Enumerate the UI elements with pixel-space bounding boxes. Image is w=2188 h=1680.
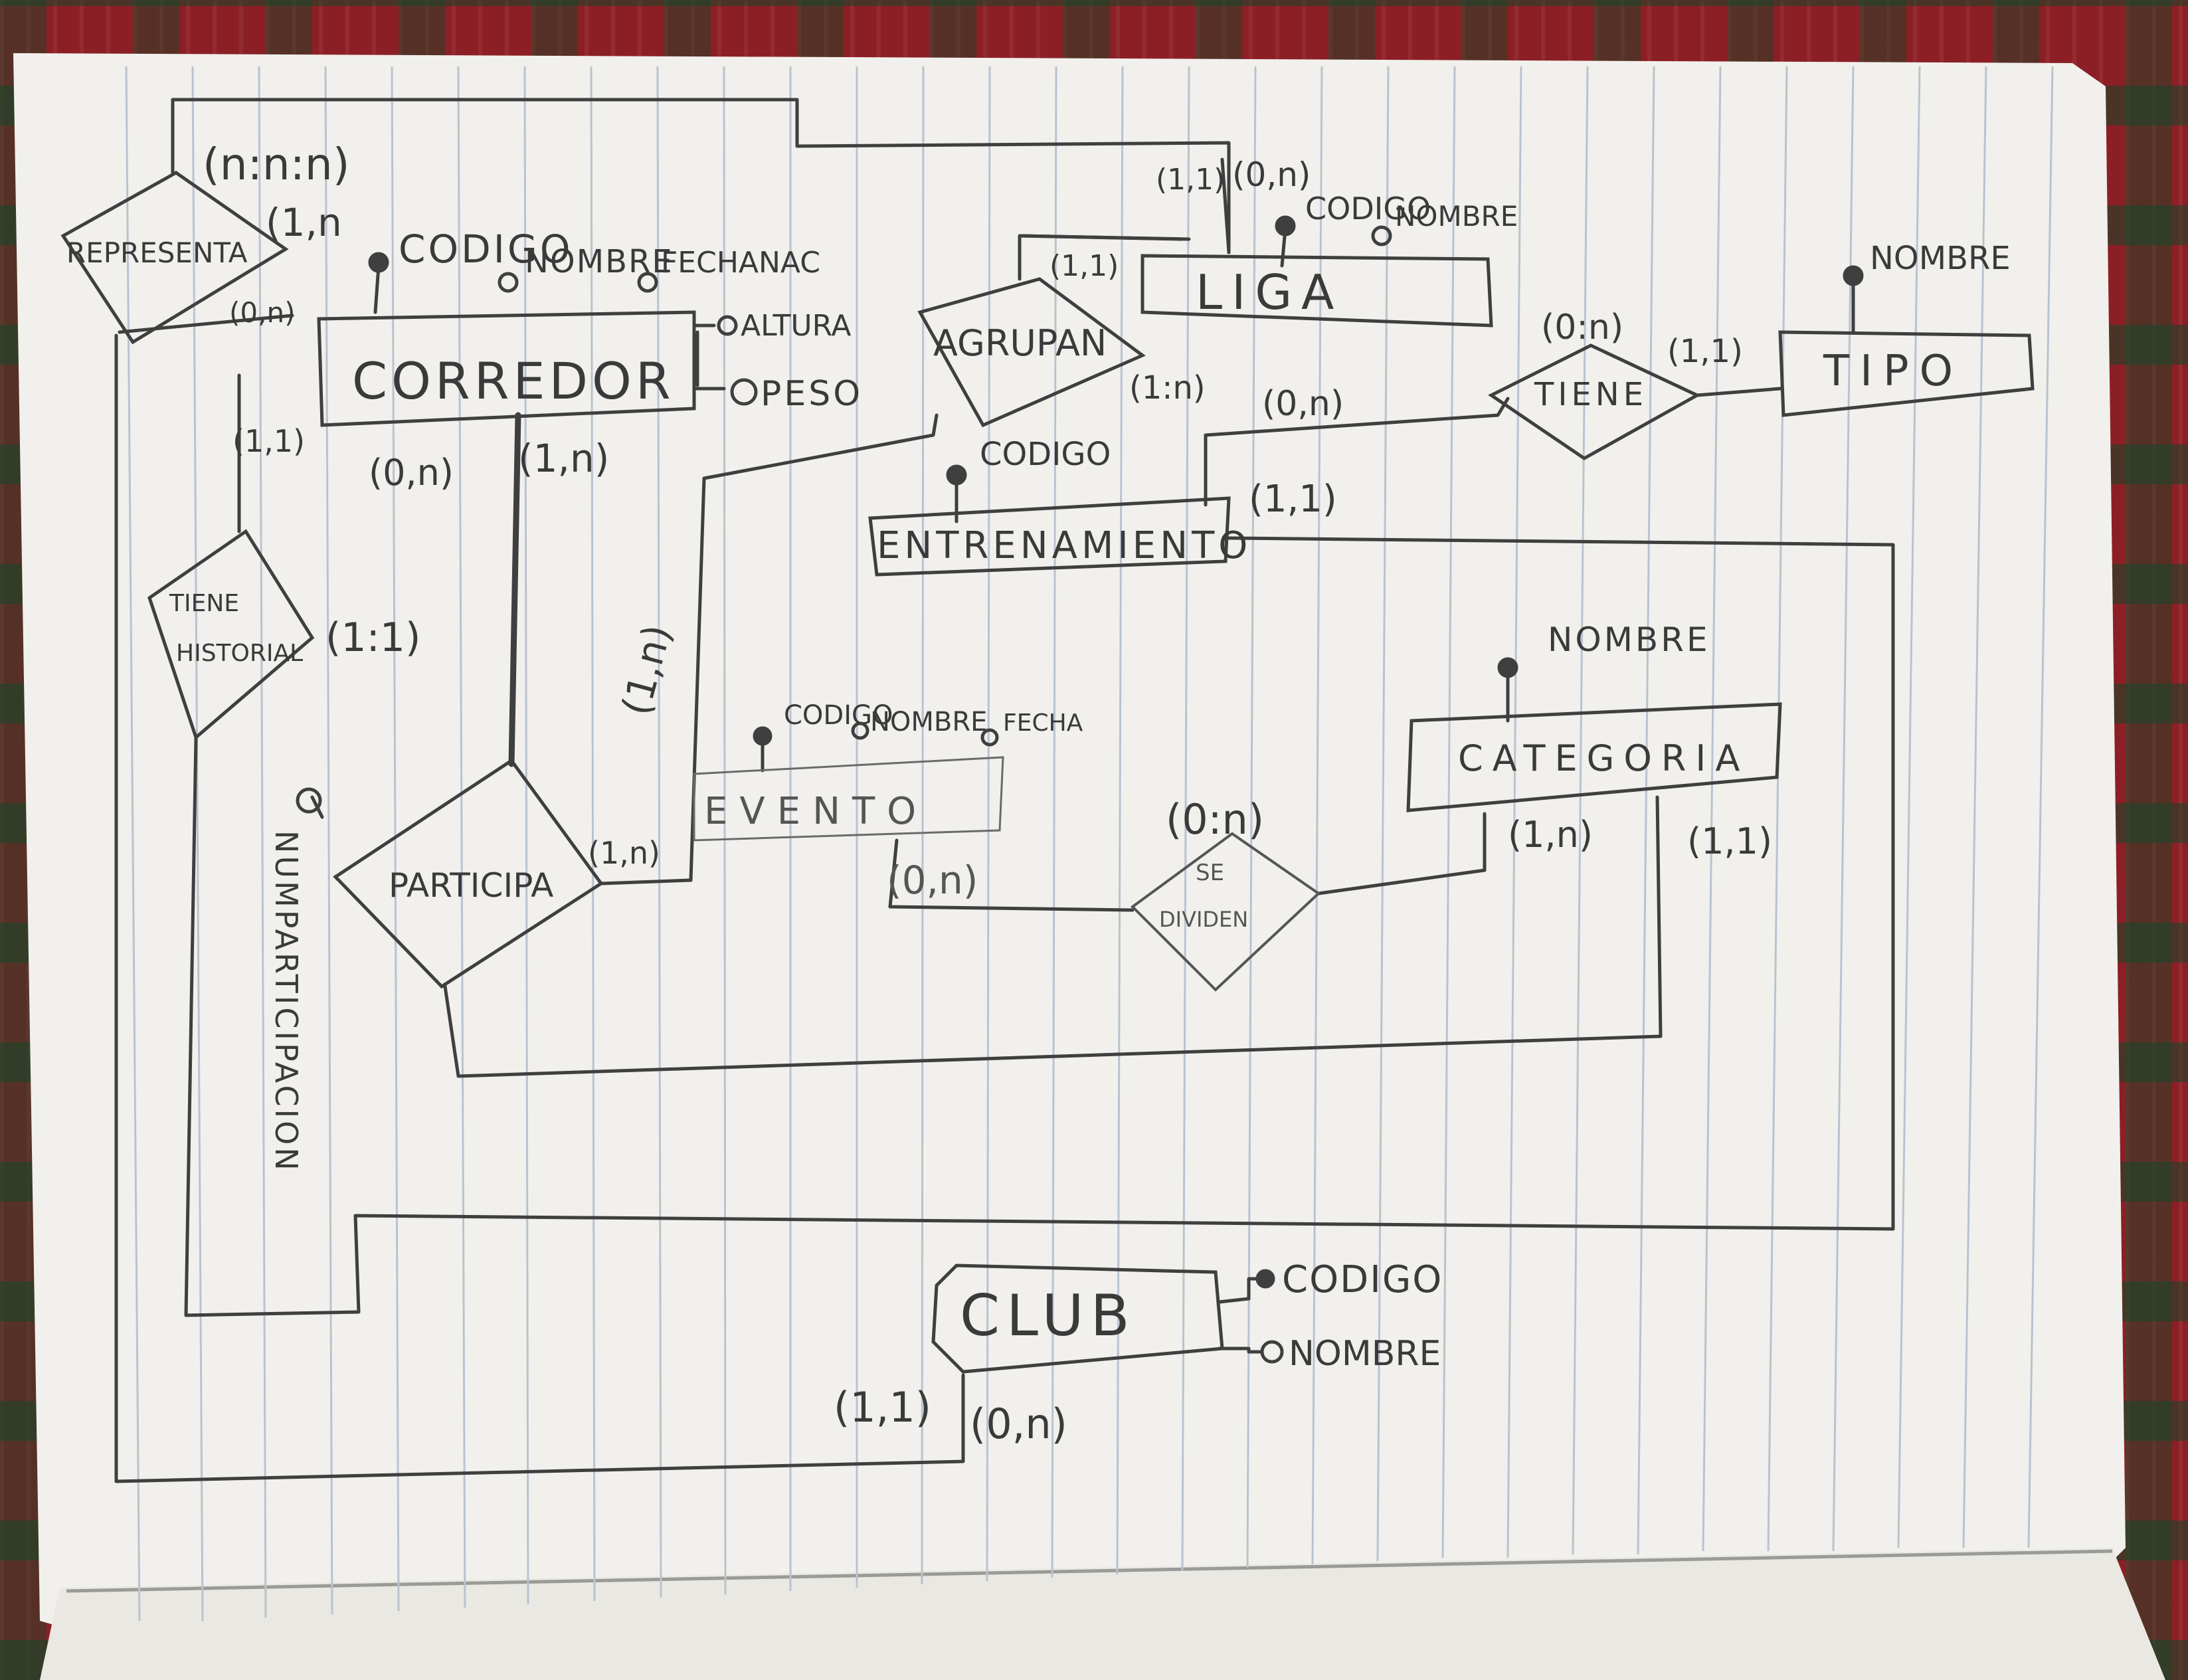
- entrenamiento-codigo-label: CODIGO: [980, 436, 1111, 473]
- club-entity-box: [931, 1263, 1224, 1374]
- liga-nombre-dot: [1371, 225, 1392, 246]
- club-codigo-key-dot: [1255, 1269, 1275, 1289]
- card-liga-0n: (0,n): [1232, 155, 1311, 194]
- corredor-nombre-label: NOMBRE: [525, 243, 674, 280]
- card-tiene-0n: (0:n): [1541, 308, 1623, 347]
- se-dividen-diamond: [1130, 832, 1321, 992]
- liga-label: LIGA: [1196, 264, 1343, 320]
- categoria-label: CATEGORIA: [1458, 737, 1749, 779]
- corredor-entity-box: [317, 310, 696, 427]
- tipo-nombre-label: NOMBRE: [1870, 240, 2011, 277]
- card-club-11: (1,1): [834, 1383, 931, 1432]
- card-tiene-11: (1,1): [1667, 333, 1743, 370]
- tipo-nombre-key-dot: [1843, 265, 1864, 286]
- agrupan-label: AGRUPAN: [933, 322, 1107, 364]
- tiene-historial-label-1: TIENE: [169, 590, 239, 617]
- rule-lines: [125, 66, 2054, 1622]
- corredor-altura-label: ALTURA: [741, 309, 852, 343]
- relationship-shapes: [60, 171, 1701, 992]
- card-liga-11: (1,1): [1156, 163, 1225, 197]
- corredor-peso-dot: [730, 378, 758, 406]
- card-historial-1-1: (1:1): [325, 614, 420, 661]
- entrenamiento-entity-box: [868, 496, 1231, 577]
- notebook-page: [13, 53, 2126, 1634]
- card-corredor-1n: (1,n): [518, 436, 609, 481]
- club-label: CLUB: [960, 1283, 1137, 1349]
- card-evento-0n: (0,n): [887, 858, 978, 903]
- evento-entity-box: [693, 756, 1004, 842]
- evento-codigo-label: CODIGO: [784, 700, 893, 731]
- evento-fecha-label: FECHA: [1003, 709, 1083, 737]
- card-categoria-1n: (1,n): [1508, 814, 1593, 856]
- entrenamiento-label: ENTRENAMIENTO: [877, 524, 1251, 567]
- corredor-codigo-key-dot: [368, 252, 389, 273]
- corredor-fechanac-dot: [637, 272, 658, 293]
- card-entrenamiento-0n: (0,n): [1262, 384, 1344, 424]
- card-agrupan-1n: (1:n): [1129, 369, 1206, 407]
- card-agrupan-11: (1,1): [1049, 249, 1119, 283]
- numparticipacion-dot: [296, 787, 322, 814]
- card-historial-11: (1,1): [232, 423, 305, 459]
- tipo-entity-box: [1778, 330, 2035, 417]
- evento-nombre-dot: [851, 721, 869, 740]
- liga-entity-box: [1140, 254, 1493, 327]
- numparticipacion-label: NUMPARTICIPACION: [268, 830, 304, 1173]
- tiene-diamond: [1488, 343, 1701, 460]
- card-corredor-0n: (0,n): [369, 452, 454, 494]
- representa-label: REPRESENTA: [66, 236, 248, 269]
- corredor-altura-dot: [717, 315, 738, 336]
- tiene-historial-diamond: [147, 529, 315, 741]
- corredor-nombre-dot: [498, 272, 519, 293]
- tipo-label: TIPO: [1823, 347, 1963, 396]
- evento-nombre-label: NOMBRE: [870, 707, 987, 737]
- evento-label: EVENTO: [704, 790, 928, 833]
- entrenamiento-codigo-key-dot: [946, 464, 967, 486]
- se-dividen-label-2: DIVIDEN: [1159, 907, 1248, 932]
- page-fold: [66, 1549, 2113, 1593]
- connector-lines: [114, 98, 1895, 1483]
- representa-diamond: [60, 171, 289, 345]
- agrupan-diamond: [917, 277, 1146, 428]
- club-nombre-label: NOMBRE: [1289, 1334, 1441, 1374]
- tiene-label: TIENE: [1534, 376, 1647, 413]
- categoria-entity-box: [1406, 702, 1782, 812]
- tiene-historial-label-2: HISTORIAL: [176, 640, 303, 667]
- card-categoria-11: (1,1): [1687, 820, 1772, 862]
- evento-fecha-dot: [980, 728, 999, 747]
- categoria-nombre-label: NOMBRE: [1548, 620, 1710, 659]
- club-nombre-dot: [1260, 1340, 1284, 1364]
- card-sedividen-0n: (0:n): [1166, 795, 1264, 844]
- liga-codigo-label: CODIGO: [1305, 191, 1431, 227]
- club-codigo-label: CODIGO: [1282, 1258, 1443, 1301]
- evento-codigo-key-dot: [753, 726, 773, 746]
- entity-shapes: [317, 234, 2035, 1374]
- participa-diamond: [333, 758, 604, 989]
- participa-label: PARTICIPA: [389, 866, 553, 905]
- card-club-0n: (0,n): [970, 1400, 1067, 1448]
- attribute-markers: [296, 215, 1864, 1364]
- corredor-peso-label: PESO: [761, 374, 863, 414]
- card-representa-ternary: (n:n:n): [203, 139, 349, 190]
- corredor-label: CORREDOR: [352, 351, 675, 411]
- liga-codigo-key-dot: [1275, 215, 1296, 236]
- card-representa-corredor: (0,n): [229, 296, 295, 329]
- corredor-fechanac-label: FECHANAC: [661, 246, 820, 280]
- liga-inner-box: [1022, 234, 1183, 241]
- card-entrenamiento-11: (1,1): [1249, 478, 1337, 521]
- se-dividen-label-1: SE: [1196, 860, 1224, 886]
- liga-nombre-label: NOMBRE: [1395, 200, 1518, 233]
- corredor-codigo-label: CODIGO: [399, 227, 573, 272]
- card-participa-1n: (1,n): [588, 835, 660, 871]
- card-representa-corredor-top: (1,n: [266, 200, 342, 245]
- categoria-nombre-key-dot: [1497, 657, 1518, 678]
